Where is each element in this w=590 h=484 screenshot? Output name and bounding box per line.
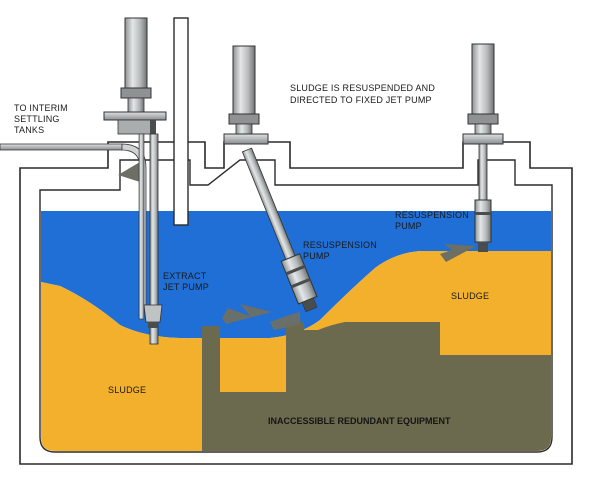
spray-arrow-right xyxy=(270,312,300,330)
sludge-left-label: SLUDGE xyxy=(108,385,146,395)
interim-tanks-label-1: TO INTERIM xyxy=(14,103,68,113)
spray-arrow-left xyxy=(222,304,272,324)
interim-tanks-label-2: SETTLING xyxy=(14,114,60,124)
extract-jet-pump-label-2: JET PUMP xyxy=(163,282,209,292)
interim-tanks-label-3: TANKS xyxy=(14,125,44,135)
resuspension-note-line-1: SLUDGE IS RESUSPENDED AND xyxy=(290,83,435,93)
spray-arrow-right-pump xyxy=(440,244,476,262)
inaccessible-equipment-label: INACCESSIBLE REDUNDANT EQUIPMENT xyxy=(268,416,451,426)
extract-jet-pump xyxy=(103,17,167,345)
resuspension-pump-right xyxy=(440,43,504,262)
resuspension-pump-right-label-2: PUMP xyxy=(395,221,422,231)
resuspension-pump-middle-label-2: PUMP xyxy=(303,251,330,261)
resuspension-pump-middle xyxy=(222,45,318,330)
extract-jet-pump-label-1: EXTRACT xyxy=(163,271,207,281)
sludge-right-label: SLUDGE xyxy=(451,291,489,301)
center-baffle xyxy=(173,17,189,226)
resuspension-note-line-2: DIRECTED TO FIXED JET PUMP xyxy=(290,95,432,105)
resuspension-pump-middle-label-1: RESUSPENSION xyxy=(303,240,377,250)
resuspension-pump-right-label-1: RESUSPENSION xyxy=(395,210,469,220)
redundant-equipment-block xyxy=(202,322,551,451)
